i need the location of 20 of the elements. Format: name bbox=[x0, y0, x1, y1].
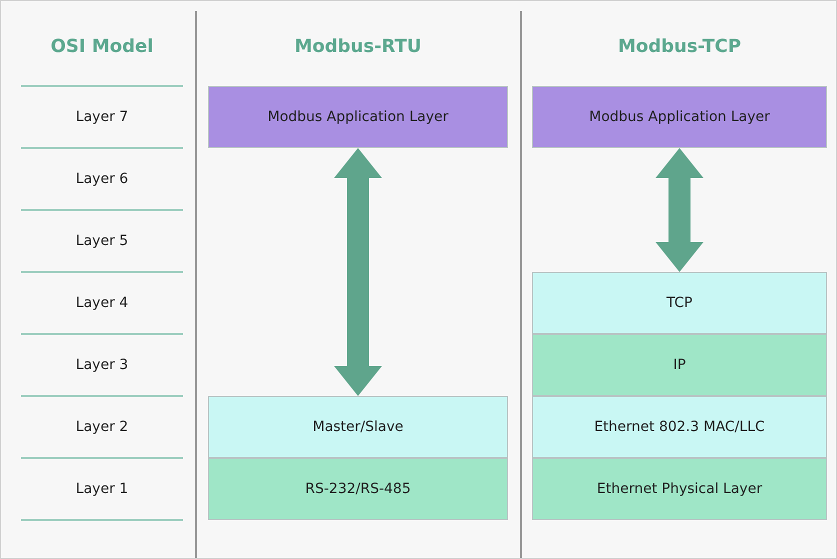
column-heading: Modbus-RTU bbox=[294, 36, 422, 56]
layer-box: Ethernet Physical Layer bbox=[532, 458, 827, 520]
double-arrow bbox=[656, 148, 704, 272]
column-heading: Modbus-TCP bbox=[618, 36, 742, 56]
layer-label: Layer 3 bbox=[76, 357, 128, 373]
layer-label: Layer 2 bbox=[76, 419, 128, 435]
layer-box: IP bbox=[532, 334, 827, 396]
layer-label: Layer 7 bbox=[76, 109, 128, 125]
layer-box: RS-232/RS-485 bbox=[208, 458, 508, 520]
layer-box: TCP bbox=[532, 272, 827, 334]
layer-box: Ethernet 802.3 MAC/LLC bbox=[532, 396, 827, 458]
layer-box: Modbus Application Layer bbox=[532, 86, 827, 148]
layer-label: Layer 4 bbox=[76, 295, 128, 311]
layer-label: Layer 5 bbox=[76, 233, 128, 249]
column-heading: OSI Model bbox=[50, 36, 154, 56]
layer-box: Master/Slave bbox=[208, 396, 508, 458]
layer-label: Layer 1 bbox=[76, 481, 128, 497]
layer-label: Layer 6 bbox=[76, 171, 128, 187]
double-arrow bbox=[334, 148, 382, 396]
layer-box: Modbus Application Layer bbox=[208, 86, 508, 148]
